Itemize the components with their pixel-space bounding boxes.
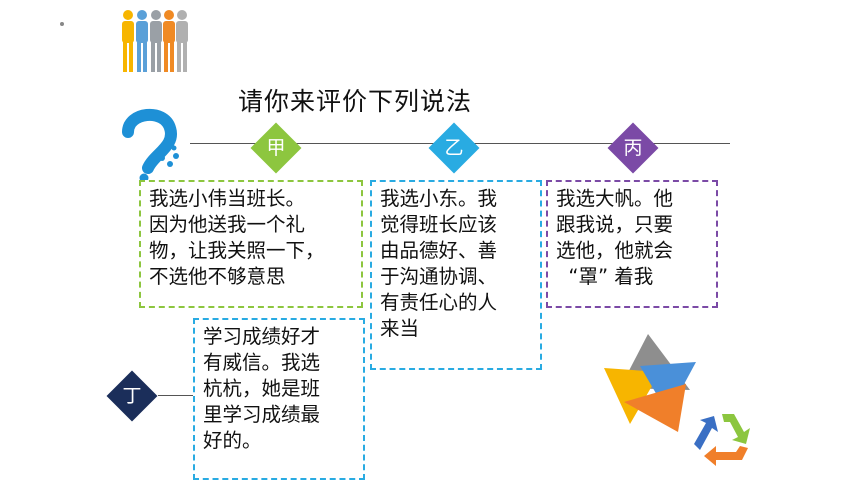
card-yi: 我选小东。我 觉得班长应该 由品德好、善 于沟通协调、 有责任心的人 来当 — [370, 180, 542, 370]
marker-bing-label: 丙 — [623, 137, 643, 159]
marker-bing: 丙 — [607, 122, 659, 174]
page-title: 请你来评价下列说法 — [238, 87, 473, 116]
marker-yi-label: 乙 — [444, 137, 464, 159]
recycle-arrows-icon — [694, 414, 750, 466]
marker-jia-label: 甲 — [266, 137, 286, 159]
decorative-dot — [60, 22, 64, 26]
card-jia-text: 我选小伟当班长。 因为他送我一个礼 物，让我关照一下， 不选他不够意思 — [149, 187, 325, 288]
people-group-icon — [122, 10, 188, 72]
card-ding: 学习成绩好才 有威信。我选 杭杭，她是班 里学习成绩最 好的。 — [193, 318, 365, 480]
blue-footprint-hook-icon — [122, 108, 179, 183]
marker-jia: 甲 — [250, 122, 302, 174]
marker-ding-label: 丁 — [122, 385, 142, 407]
colorful-triangles-icon — [604, 334, 696, 432]
card-ding-text: 学习成绩好才 有威信。我选 杭杭，她是班 里学习成绩最 好的。 — [203, 325, 321, 452]
card-bing: 我选大帆。他 跟我说，只要 选他，他就会 “罩” 着我 — [546, 180, 718, 308]
marker-yi: 乙 — [428, 122, 480, 174]
card-yi-text: 我选小东。我 觉得班长应该 由品德好、善 于沟通协调、 有责任心的人 来当 — [380, 187, 498, 340]
marker-ding: 丁 — [106, 370, 158, 422]
card-jia: 我选小伟当班长。 因为他送我一个礼 物，让我关照一下， 不选他不够意思 — [139, 180, 363, 308]
card-bing-text: 我选大帆。他 跟我说，只要 选他，他就会 “罩” 着我 — [556, 187, 674, 288]
connector-line-ding — [158, 395, 198, 396]
